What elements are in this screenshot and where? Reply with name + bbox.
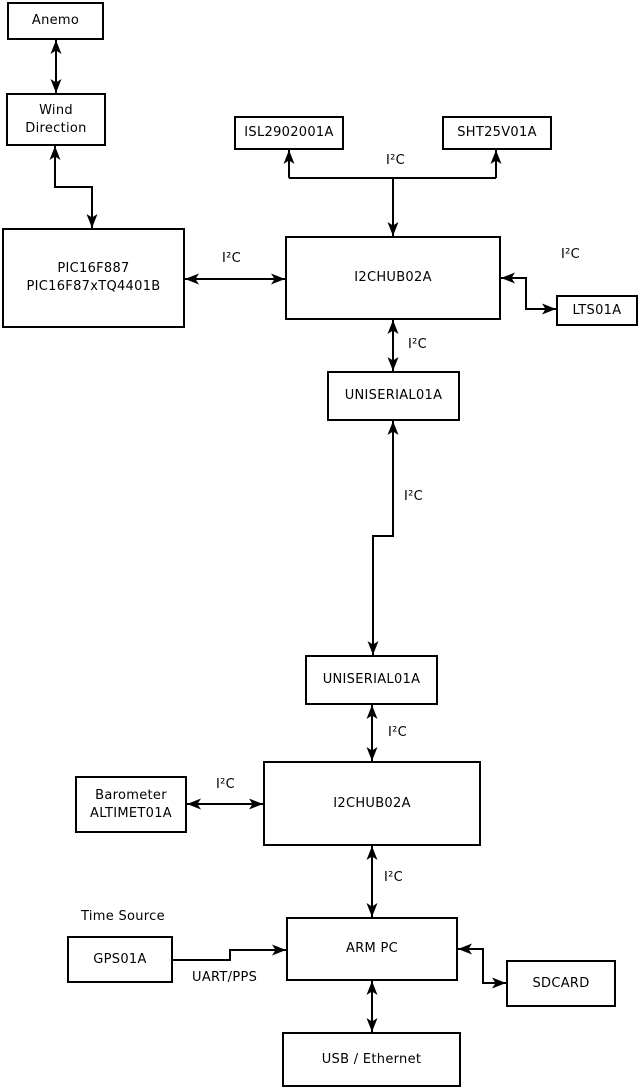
node-usb-ethernet: USB / Ethernet [282,1032,461,1087]
edge-label-i2c-barometer-hub2: I²C [216,777,236,792]
edge-label-i2c-sensors: I²C [386,153,406,168]
node-pic16f887: PIC16F887 PIC16F87xTQ4401B [2,228,185,328]
edge-label-i2c-hub1-lts: I²C [561,247,581,262]
edge-gps-armpc [173,944,286,961]
node-lts01a-label: LTS01A [572,302,622,318]
edge-armpc-sdcard [458,943,506,989]
node-isl2902001a-label: ISL2902001A [244,125,334,140]
edge-label-i2c-uniserial-link: I²C [404,489,424,504]
edge-label-uart-pps: UART/PPS [192,970,258,985]
node-gps01a-label: GPS01A [93,951,147,967]
node-arm-pc: ARM PC [286,917,458,981]
node-wind-direction-label-line2: Direction [25,120,87,136]
edge-label-i2c-hub1-uniserial1: I²C [408,337,428,352]
node-i2chub02a-top: I2CHUB02A [285,236,501,320]
edge-label-i2c-uniserial2-hub2: I²C [388,725,408,740]
node-wind-direction: Wind Direction [6,93,106,146]
node-i2chub02a-bottom-label: I2CHUB02A [333,795,411,811]
node-sdcard-label: SDCARD [532,975,590,991]
node-barometer-label-line2: ALTIMET01A [90,805,172,821]
node-i2chub02a-bottom: I2CHUB02A [263,761,481,846]
node-sdcard: SDCARD [506,960,616,1007]
node-pic16f887-label-line2: PIC16F87xTQ4401B [26,279,161,294]
label-time-source: Time Source [81,909,165,924]
node-gps01a: GPS01A [67,936,173,983]
node-anemo: Anemo [7,2,104,40]
edge-hub1-lts [501,272,556,315]
node-sht25v01a-label: SHT25V01A [457,125,537,140]
edge-uniserial1-uniserial2 [367,421,399,655]
node-uniserial01a-bottom: UNISERIAL01A [305,655,438,705]
node-uniserial01a-bottom-label: UNISERIAL01A [322,672,421,687]
edge-label-i2c-hub2-armpc: I²C [384,870,404,885]
node-i2chub02a-top-label: I2CHUB02A [354,270,432,285]
node-sht25v01a: SHT25V01A [442,116,552,150]
node-isl2902001a: ISL2902001A [234,116,344,150]
node-anemo-label: Anemo [31,13,80,28]
node-uniserial01a-top: UNISERIAL01A [327,371,460,421]
node-pic16f887-label-line1: PIC16F887 [57,261,130,276]
node-usb-ethernet-label: USB / Ethernet [321,1051,422,1067]
node-lts01a: LTS01A [556,295,638,326]
edge-label-i2c-pic-hub1: I²C [222,251,242,266]
node-wind-direction-label-line1: Wind [39,102,73,118]
node-barometer-altimet01a: Barometer ALTIMET01A [75,776,187,833]
node-arm-pc-label: ARM PC [346,941,398,956]
node-barometer-label-line1: Barometer [95,787,167,803]
edge-wind-pic [49,146,98,228]
node-uniserial01a-top-label: UNISERIAL01A [344,388,443,403]
